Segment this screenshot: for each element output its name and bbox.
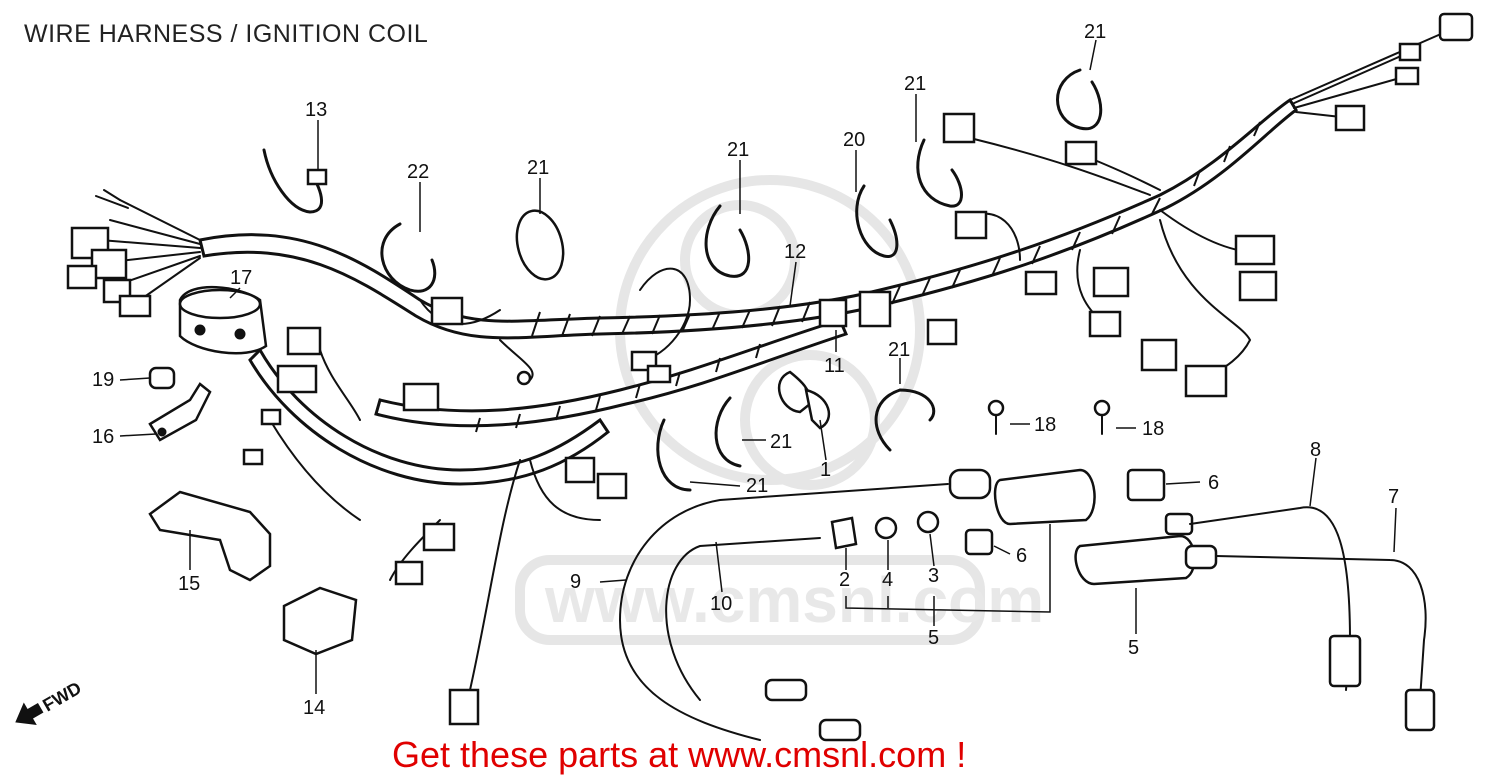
- small-parts: [148, 366, 358, 656]
- branch-connectors: [242, 112, 1278, 726]
- footer-link[interactable]: Get these parts at www.cmsnl.com !: [392, 734, 967, 775]
- page-title: WIRE HARNESS / IGNITION COIL: [24, 20, 429, 48]
- callout-19: 19: [92, 369, 114, 391]
- callout-5: 5: [1128, 637, 1139, 659]
- callout-10: 10: [710, 593, 732, 615]
- main-wire-harness: [198, 97, 1298, 486]
- callout-15: 15: [178, 573, 200, 595]
- callout-5: 5: [928, 627, 939, 649]
- hose-clamps: [262, 68, 1103, 492]
- callout-21: 21: [770, 431, 792, 453]
- fwd-arrow-icon: FWD: [15, 678, 85, 726]
- callout-13: 13: [305, 99, 327, 121]
- ignition-switch: [178, 286, 268, 355]
- callout-21: 21: [746, 475, 768, 497]
- fwd-label: FWD: [39, 678, 84, 716]
- callout-4: 4: [882, 569, 893, 591]
- callout-6: 6: [1016, 545, 1027, 567]
- callout-14: 14: [303, 697, 325, 719]
- callout-21: 21: [1084, 21, 1106, 43]
- callout-21: 21: [527, 157, 549, 179]
- callout-22: 22: [407, 161, 429, 183]
- callout-1: 1: [820, 459, 831, 481]
- callout-21: 21: [904, 73, 926, 95]
- callout-8: 8: [1310, 439, 1321, 461]
- left-connector-bundle: [66, 189, 201, 318]
- callout-20: 20: [843, 129, 865, 151]
- leader-lines: [119, 39, 1397, 694]
- callout-17: 17: [230, 267, 252, 289]
- callout-11: 11: [824, 355, 845, 377]
- callout-7: 7: [1388, 486, 1399, 508]
- callout-18: 18: [1034, 414, 1056, 436]
- watermark-text: www.cmsnl.com: [544, 564, 1044, 636]
- callout-21: 21: [727, 139, 749, 161]
- callout-18: 18: [1142, 418, 1164, 440]
- callout-16: 16: [92, 426, 114, 448]
- callout-12: 12: [784, 241, 806, 263]
- callout-21: 21: [888, 339, 910, 361]
- callout-2: 2: [839, 569, 850, 591]
- callout-9: 9: [570, 571, 581, 593]
- callout-labels: 13 22 21 21 20 21 21 12 11 17 19 16 15 1…: [92, 21, 1399, 719]
- callout-3: 3: [928, 565, 939, 587]
- ignition-coils: [618, 399, 1436, 742]
- callout-6: 6: [1208, 472, 1219, 494]
- right-connector-bundle: [1289, 12, 1474, 132]
